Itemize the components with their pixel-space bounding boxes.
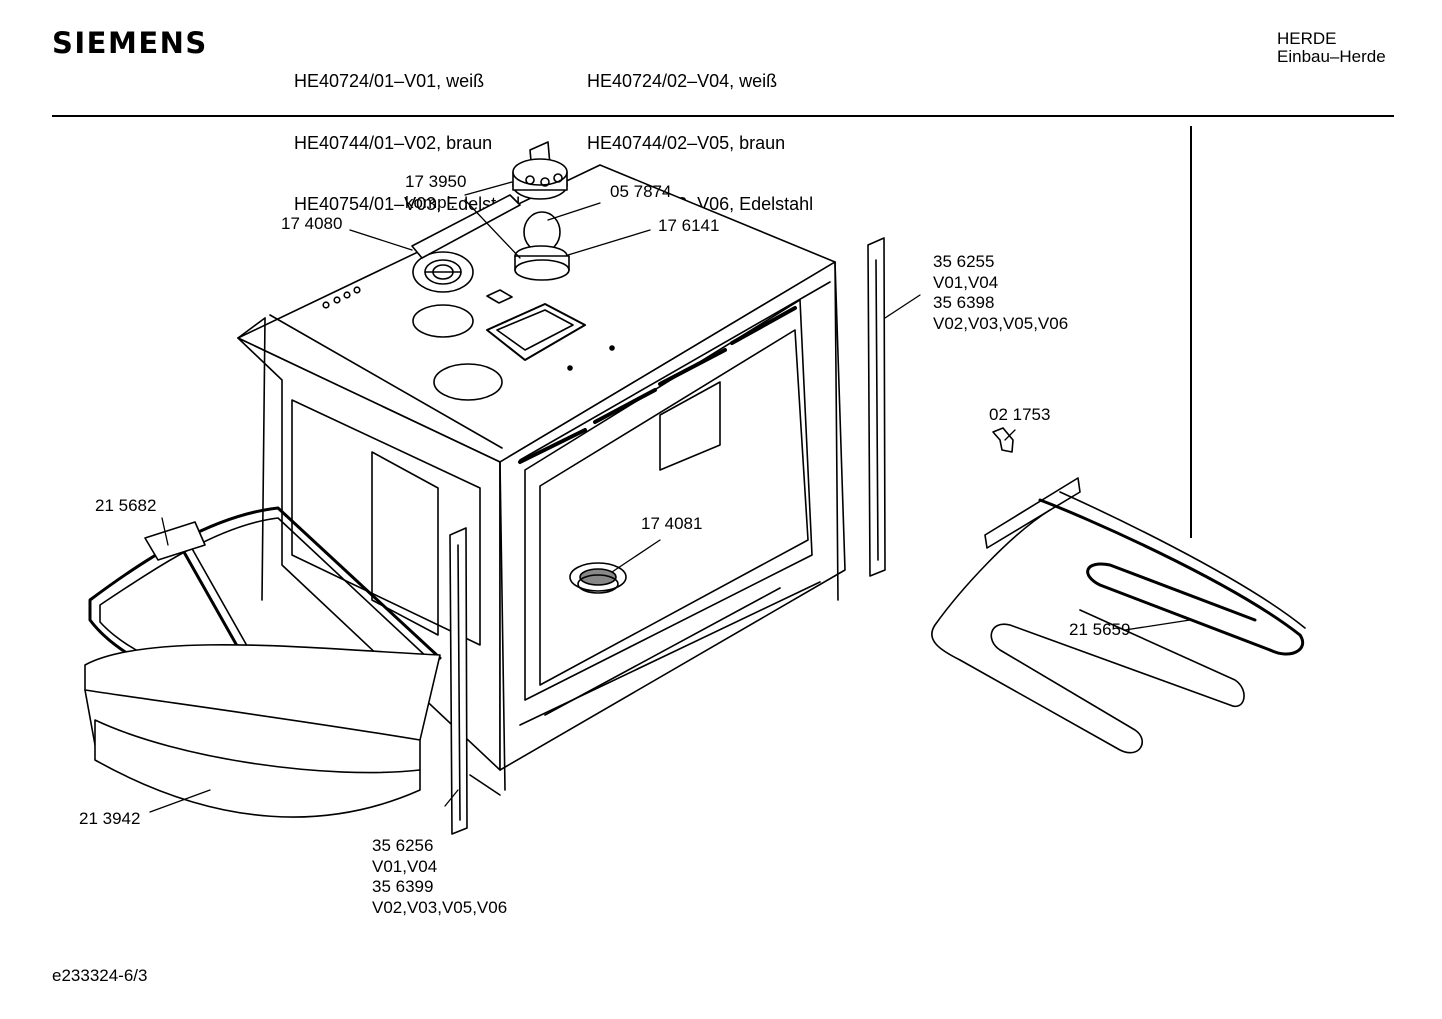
model-line: HE40744/02–V05, braun bbox=[587, 132, 786, 153]
model-line: HE40744/01–V02, braun bbox=[294, 132, 493, 153]
variant-list: V02,V03,V05,V06 bbox=[933, 313, 1069, 333]
part-label-356255: 35 6255 V01,V04 35 6398 V02,V03,V05,V06 bbox=[933, 252, 1068, 334]
variant-list: V01,V04 bbox=[933, 272, 999, 292]
part-label-215659: 21 5659 bbox=[1069, 620, 1131, 639]
variant-list: V01,V04 bbox=[372, 856, 438, 876]
clip-part bbox=[992, 427, 1014, 453]
part-label-174081: 17 4081 bbox=[641, 514, 703, 533]
part-label-173950: 17 3950 kompl. bbox=[405, 172, 466, 213]
side-rail-right-part bbox=[867, 237, 886, 577]
brand-logo: SIEMENS bbox=[52, 26, 208, 60]
part-number: 17 3950 bbox=[405, 172, 467, 191]
part-number: 35 6256 bbox=[372, 836, 434, 855]
category-block: HERDE Einbau–Herde bbox=[1277, 30, 1386, 66]
category-subtitle: Einbau–Herde bbox=[1277, 47, 1386, 66]
document-code: e233324-6/3 bbox=[52, 966, 148, 985]
bottom-heating-element-part bbox=[931, 477, 1306, 754]
header-divider bbox=[52, 115, 1394, 117]
oven-seal-part bbox=[84, 643, 441, 818]
part-label-174080: 17 4080 bbox=[281, 214, 343, 233]
part-label-021753: 02 1753 bbox=[989, 405, 1051, 424]
side-rail-left-part bbox=[449, 527, 468, 835]
leader-lines bbox=[149, 181, 1191, 813]
temperature-controller-part bbox=[411, 141, 570, 281]
vertical-divider bbox=[1190, 126, 1192, 538]
model-line: HE40724/01–V01, weiß bbox=[294, 71, 485, 91]
lamp-cover-part bbox=[569, 562, 627, 594]
variant-list: V02,V03,V05,V06 bbox=[372, 897, 508, 917]
part-note: kompl. bbox=[405, 192, 456, 212]
part-number: 35 6399 bbox=[372, 877, 434, 896]
part-number: 35 6255 bbox=[933, 252, 995, 271]
fan-guard-part bbox=[412, 251, 474, 293]
part-label-213942: 21 3942 bbox=[79, 809, 141, 828]
part-label-215682: 21 5682 bbox=[95, 496, 157, 515]
part-label-057874: 05 7874 bbox=[610, 182, 672, 201]
category-title: HERDE bbox=[1277, 29, 1337, 48]
part-label-356256: 35 6256 V01,V04 35 6399 V02,V03,V05,V06 bbox=[372, 836, 507, 918]
part-label-176141: 17 6141 bbox=[658, 216, 720, 235]
model-line: HE40724/02–V04, weiß bbox=[587, 71, 778, 91]
part-number: 35 6398 bbox=[933, 293, 995, 312]
